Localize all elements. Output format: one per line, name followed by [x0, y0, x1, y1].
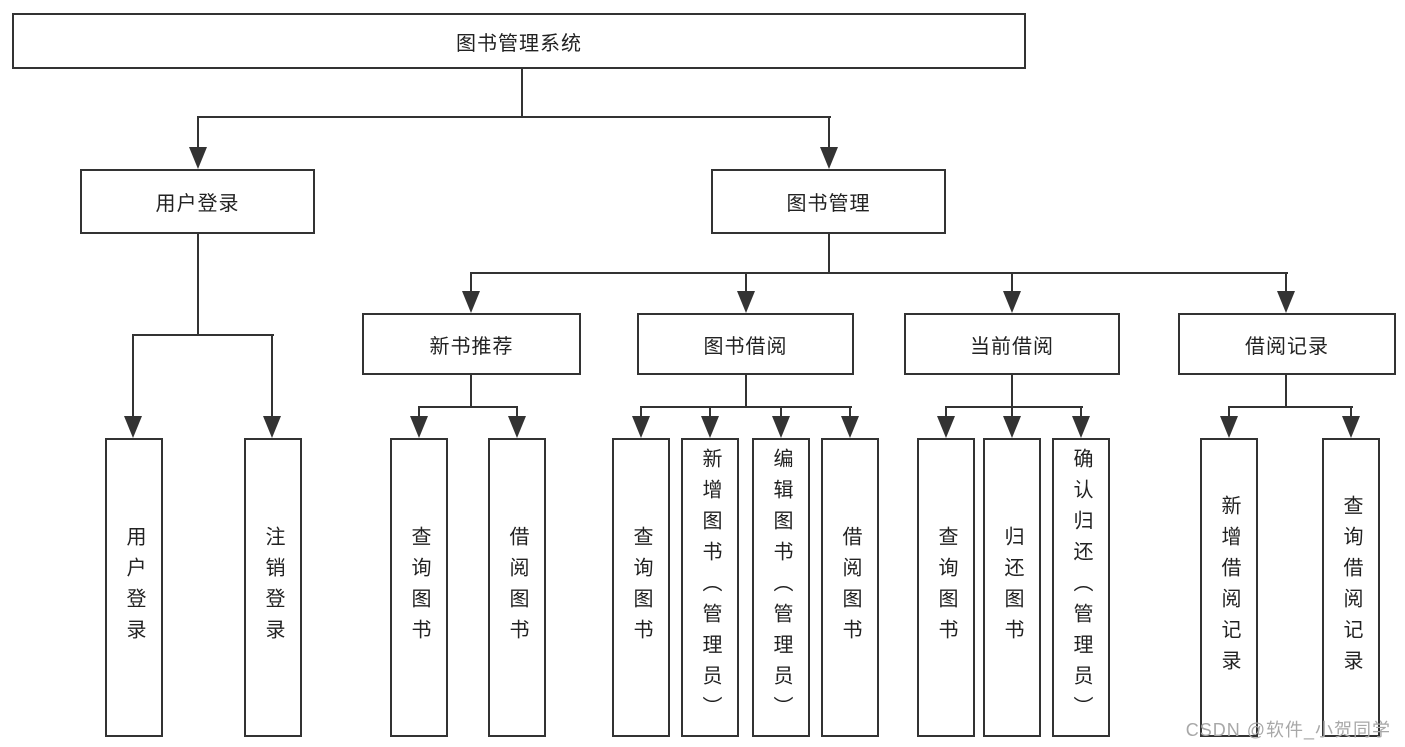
arrowhead-down-icon — [462, 291, 480, 313]
leaf-add-book-admin-label: 新增图书（管理员） — [699, 448, 721, 727]
connector-drop-line — [1228, 407, 1230, 420]
node-borrow-record-label: 借阅记录 — [1245, 335, 1329, 358]
leaf-user-login: 用户登录 — [105, 438, 163, 737]
arrowhead-down-icon — [508, 416, 526, 438]
connector-drop-line — [1011, 407, 1013, 420]
arrowhead-down-icon — [1220, 416, 1238, 438]
connector-vline — [745, 375, 747, 407]
connector-drop-line — [1080, 407, 1082, 420]
node-book-management-label: 图书管理 — [786, 193, 871, 215]
connector-drop-line — [640, 407, 642, 420]
node-book-borrow: 图书借阅 — [637, 313, 854, 375]
connector-hline — [1228, 406, 1353, 408]
node-user-login-label: 用户登录 — [155, 193, 240, 215]
node-borrow-record: 借阅记录 — [1178, 313, 1396, 375]
leaf-return-book-label: 归还图书 — [1001, 525, 1023, 650]
connector-drop-line — [780, 407, 782, 420]
connector-vline — [197, 234, 199, 335]
node-book-borrow-label: 图书借阅 — [703, 335, 788, 358]
arrowhead-down-icon — [701, 416, 719, 438]
connector-hline — [132, 334, 274, 336]
leaf-confirm-return-admin-label: 确认归还（管理员） — [1070, 448, 1092, 727]
leaf-borrow-book-2-label: 借阅图书 — [839, 525, 861, 650]
leaf-edit-book-admin: 编辑图书（管理员） — [752, 438, 810, 737]
leaf-add-book-admin: 新增图书（管理员） — [681, 438, 739, 737]
node-new-book-recommend-label: 新书推荐 — [429, 335, 514, 358]
connector-vline — [470, 375, 472, 407]
connector-drop-line — [945, 407, 947, 420]
connector-drop-line — [1011, 273, 1013, 295]
watermark: CSDN @软件_小贺同学 — [1185, 720, 1391, 740]
connector-hline — [945, 406, 1083, 408]
connector-drop-line — [709, 407, 711, 420]
leaf-edit-book-admin-label: 编辑图书（管理员） — [770, 448, 792, 727]
node-user-login: 用户登录 — [80, 169, 315, 234]
connector-drop-line — [745, 273, 747, 295]
leaf-query-book-1: 查询图书 — [390, 438, 448, 737]
leaf-user-login-label: 用户登录 — [123, 525, 145, 650]
connector-vline — [1011, 375, 1013, 407]
leaf-query-borrow-record: 查询借阅记录 — [1322, 438, 1380, 737]
arrowhead-down-icon — [1072, 416, 1090, 438]
leaf-logout: 注销登录 — [244, 438, 302, 737]
connector-drop-line — [271, 335, 273, 420]
connector-hline — [418, 406, 518, 408]
arrowhead-down-icon — [1277, 291, 1295, 313]
leaf-borrow-book-2: 借阅图书 — [821, 438, 879, 737]
leaf-return-book: 归还图书 — [983, 438, 1041, 737]
leaf-query-book-2: 查询图书 — [612, 438, 670, 737]
connector-drop-line — [132, 335, 134, 420]
connector-drop-line — [849, 407, 851, 420]
connector-hline — [197, 116, 831, 118]
arrowhead-down-icon — [937, 416, 955, 438]
node-current-borrow-label: 当前借阅 — [970, 335, 1054, 358]
arrowhead-down-icon — [632, 416, 650, 438]
connector-drop-line — [828, 117, 830, 151]
arrowhead-down-icon — [1342, 416, 1360, 438]
node-current-borrow: 当前借阅 — [904, 313, 1120, 375]
connector-drop-line — [516, 407, 518, 420]
leaf-query-book-3-label: 查询图书 — [935, 525, 957, 650]
leaf-add-borrow-record: 新增借阅记录 — [1200, 438, 1258, 737]
arrowhead-down-icon — [189, 147, 207, 169]
arrowhead-down-icon — [124, 416, 142, 438]
leaf-logout-label: 注销登录 — [262, 525, 284, 650]
leaf-query-book-3: 查询图书 — [917, 438, 975, 737]
connector-drop-line — [1285, 273, 1287, 295]
arrowhead-down-icon — [737, 291, 755, 313]
arrowhead-down-icon — [410, 416, 428, 438]
arrowhead-down-icon — [841, 416, 859, 438]
connector-drop-line — [197, 117, 199, 151]
connector-hline — [640, 406, 852, 408]
leaf-borrow-book-1-label: 借阅图书 — [506, 525, 528, 650]
leaf-borrow-book-1: 借阅图书 — [488, 438, 546, 737]
leaf-query-borrow-record-label: 查询借阅记录 — [1340, 494, 1362, 681]
leaf-add-borrow-record-label: 新增借阅记录 — [1218, 494, 1240, 681]
arrowhead-down-icon — [1003, 416, 1021, 438]
connector-drop-line — [1350, 407, 1352, 420]
node-root-label: 图书管理系统 — [456, 32, 582, 55]
connector-drop-line — [418, 407, 420, 420]
arrowhead-down-icon — [1003, 291, 1021, 313]
connector-vline — [1285, 375, 1287, 407]
arrowhead-down-icon — [820, 147, 838, 169]
leaf-confirm-return-admin: 确认归还（管理员） — [1052, 438, 1110, 737]
leaf-query-book-2-label: 查询图书 — [630, 525, 652, 650]
connector-vline — [828, 234, 830, 273]
leaf-query-book-1-label: 查询图书 — [408, 525, 430, 650]
connector-hline — [470, 272, 1288, 274]
arrowhead-down-icon — [263, 416, 281, 438]
node-root: 图书管理系统 — [12, 13, 1026, 69]
arrowhead-down-icon — [772, 416, 790, 438]
node-book-management: 图书管理 — [711, 169, 946, 234]
node-new-book-recommend: 新书推荐 — [362, 313, 581, 375]
connector-vline — [521, 69, 523, 117]
connector-drop-line — [470, 273, 472, 295]
